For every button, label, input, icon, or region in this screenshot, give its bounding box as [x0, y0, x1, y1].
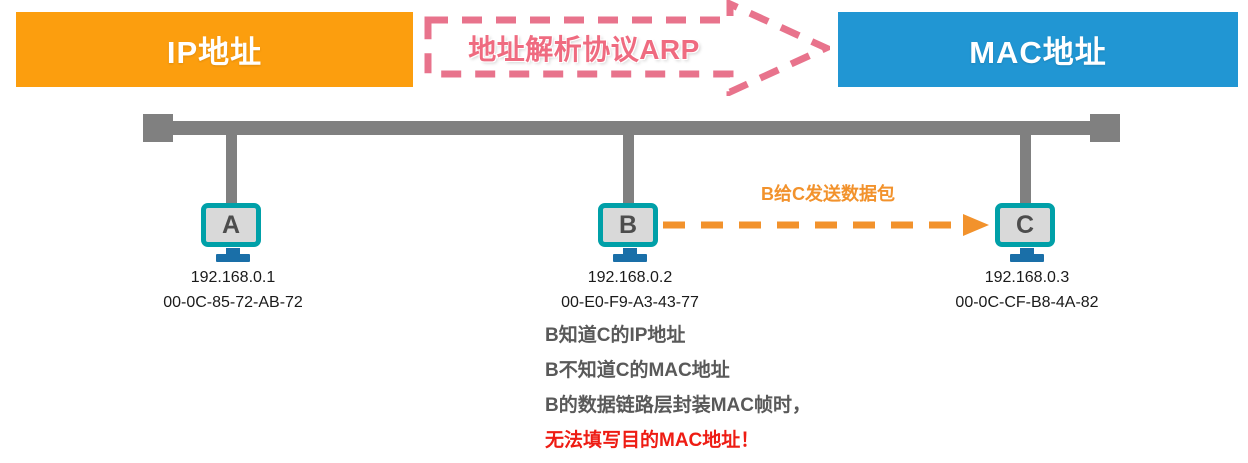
computer-b-ip: 192.168.0.2: [587, 269, 673, 286]
address-block-a: 192.168.0.1 00-0C-85-72-AB-72: [133, 266, 333, 316]
ip-address-banner-label: IP地址: [166, 35, 263, 70]
computer-a-mac: 00-0C-85-72-AB-72: [163, 293, 303, 311]
monitor-stand-c: [1020, 248, 1034, 254]
computer-a-ip: 192.168.0.1: [190, 269, 276, 286]
monitor-stand-a: [226, 248, 240, 254]
monitor-base-c: [1010, 254, 1044, 262]
mac-address-banner: MAC地址: [838, 12, 1238, 87]
monitor-icon-a: A: [201, 203, 261, 247]
address-block-c: 192.168.0.3 00-0C-CF-B8-4A-82: [927, 266, 1127, 316]
computer-a[interactable]: A: [201, 203, 265, 262]
bus-drop-line-b: [623, 128, 634, 210]
monitor-base-a: [216, 254, 250, 262]
computer-b[interactable]: B: [598, 203, 662, 262]
monitor-base-b: [613, 254, 647, 262]
bus-terminator-right: [1090, 114, 1120, 142]
packet-arrow-label-wrap: B给C发送数据包: [663, 180, 993, 206]
arp-arrow-outline: [424, 0, 830, 96]
monitor-stand-b: [623, 248, 637, 254]
packet-arrow-head: [963, 214, 989, 236]
packet-arrow-shape: [663, 205, 993, 245]
computer-b-label: B: [618, 210, 638, 239]
bus-drop-line-a: [226, 128, 237, 210]
bus-drop-line-c: [1020, 128, 1031, 210]
address-block-b: 192.168.0.2 00-E0-F9-A3-43-77: [530, 266, 730, 316]
monitor-icon-b: B: [598, 203, 658, 247]
computer-c-mac: 00-0C-CF-B8-4A-82: [955, 293, 1099, 311]
computer-c-label: C: [1015, 210, 1035, 239]
packet-arrow-svg: [663, 214, 989, 236]
arp-arrow-svg: [424, 0, 830, 96]
note-line-3: B的数据链路层封装MAC帧时，: [545, 395, 811, 416]
computer-b-mac: 00-E0-F9-A3-43-77: [561, 293, 699, 311]
monitor-icon-c: C: [995, 203, 1055, 247]
note-line-2: B不知道C的MAC地址: [545, 360, 730, 381]
ip-address-banner: IP地址: [16, 12, 413, 87]
computer-c[interactable]: C: [995, 203, 1059, 262]
packet-arrow-label: B给C发送数据包: [761, 184, 895, 204]
explanation-notes: B知道C的IP地址 B不知道C的MAC地址 B的数据链路层封装MAC帧时， 无法…: [545, 326, 1005, 450]
arp-arrow-shape: [424, 0, 830, 96]
note-line-1: B知道C的IP地址: [545, 325, 686, 346]
bus-terminator-left: [143, 114, 173, 142]
mac-address-banner-label: MAC地址: [969, 35, 1107, 70]
computer-c-ip: 192.168.0.3: [984, 269, 1070, 286]
computer-a-label: A: [221, 210, 241, 239]
note-line-4-alert: 无法填写目的MAC地址！: [545, 430, 760, 451]
